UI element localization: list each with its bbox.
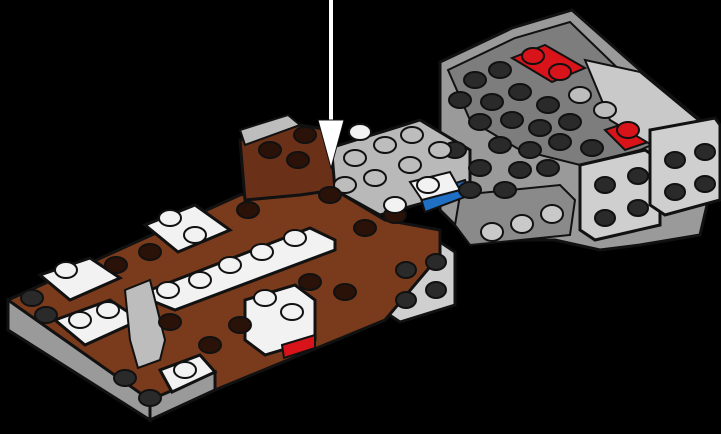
front-right-block-2 bbox=[650, 118, 720, 215]
front-right-block-1 bbox=[580, 150, 660, 240]
